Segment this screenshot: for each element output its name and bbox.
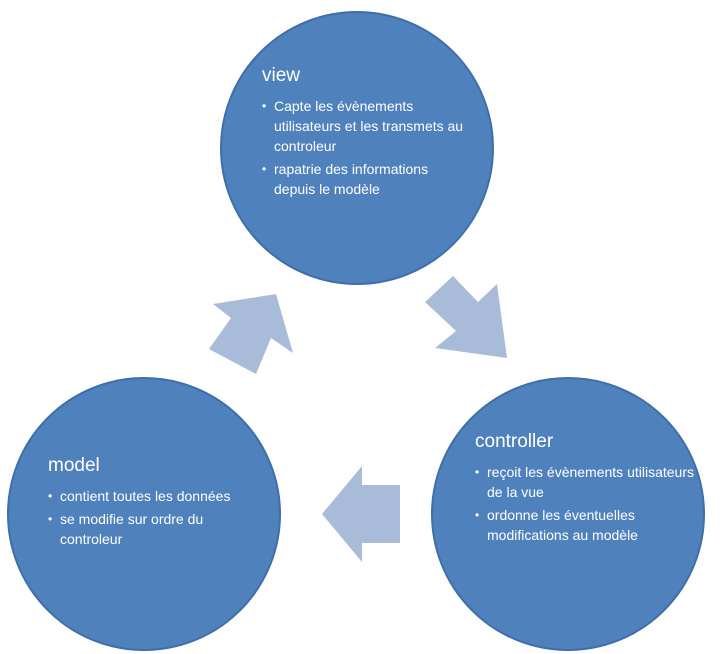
bullet-icon: • <box>262 99 267 113</box>
view-node: view • Capte les évènements utilisateurs … <box>220 11 494 285</box>
model-bullet-item: • contient toutes les données <box>48 486 258 506</box>
view-bullet-text: rapatrie des informations depuis le modè… <box>274 161 429 197</box>
bullet-icon: • <box>262 162 267 176</box>
bullet-icon: • <box>475 465 480 479</box>
view-bullet-list: • Capte les évènements utilisateurs et le… <box>262 96 472 199</box>
bullet-icon: • <box>48 489 53 503</box>
controller-bullet-text: ordonne les éventuelles modifications au… <box>487 507 638 543</box>
arrow-controller-to-model-shape <box>322 466 400 562</box>
model-bullet-list: • contient toutes les données • se modifie… <box>48 486 258 549</box>
bullet-icon: • <box>475 508 480 522</box>
arrow-model-to-view-icon <box>209 294 293 374</box>
controller-bullet-list: • reçoit les évènements utilisateurs de l… <box>475 462 703 545</box>
controller-bullet-text: reçoit les évènements utilisateurs de la… <box>487 464 694 500</box>
bullet-icon: • <box>48 512 53 526</box>
arrow-view-to-controller-icon <box>425 276 507 358</box>
model-title: model <box>48 455 100 476</box>
controller-node-content: controller • reçoit les évènements utilis… <box>475 431 703 548</box>
view-bullet-text: Capte les évènements utilisateurs et les… <box>274 98 464 154</box>
controller-bullet-item: • ordonne les éventuelles modifications a… <box>475 505 703 545</box>
arrow-model-to-view-shape <box>209 294 293 374</box>
arrow-controller-to-model-icon <box>322 466 400 562</box>
view-title: view <box>262 65 301 86</box>
controller-node: controller • reçoit les évènements utilis… <box>431 377 705 651</box>
view-bullet-item: • Capte les évènements utilisateurs et le… <box>262 96 472 156</box>
model-bullet-item: • se modifie sur ordre du controleur <box>48 509 258 549</box>
arrow-view-to-controller-shape <box>425 276 507 358</box>
model-node: model • contient toutes les données • se m… <box>7 377 281 651</box>
model-node-content: model • contient toutes les données • se m… <box>48 455 258 552</box>
controller-title: controller <box>475 431 554 452</box>
model-bullet-text: contient toutes les données <box>60 488 231 504</box>
view-bullet-item: • rapatrie des informations depuis le mod… <box>262 159 472 199</box>
controller-bullet-item: • reçoit les évènements utilisateurs de l… <box>475 462 703 502</box>
view-node-content: view • Capte les évènements utilisateurs … <box>262 65 472 202</box>
model-bullet-text: se modifie sur ordre du controleur <box>60 511 204 547</box>
